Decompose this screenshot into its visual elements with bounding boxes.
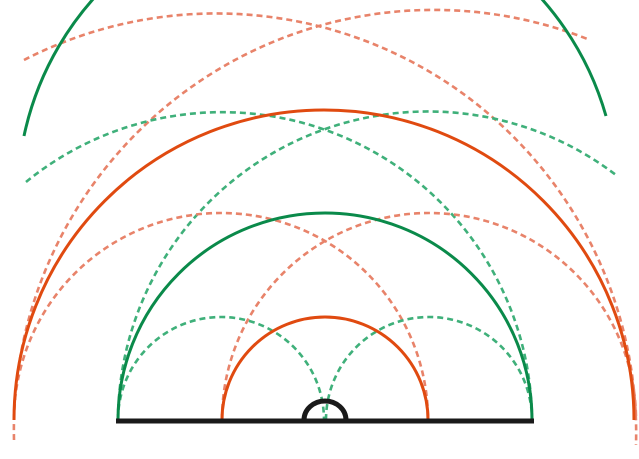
- orange-dashed-arc-left-mid: [12, 211, 430, 421]
- green-dashed-arc-right-large: [25, 110, 534, 421]
- orange-dashed-arc-right-outer: [23, 12, 638, 446]
- orange-dashed-arc-right-mid: [220, 211, 638, 421]
- green-dashed-arc-left-large: [116, 110, 617, 421]
- green-solid-arc-outer: [22, 0, 608, 137]
- orange-solid-arc-inner: [220, 315, 430, 421]
- orange-dashed-arc-left-outer: [12, 8, 591, 441]
- green-solid-arc-middle: [116, 211, 534, 421]
- green-dashed-arc-left-small: [116, 315, 326, 421]
- green-dashed-arc-right-small: [324, 315, 534, 421]
- orange-solid-arc-large: [12, 108, 636, 421]
- center-small-semicircle: [301, 398, 349, 421]
